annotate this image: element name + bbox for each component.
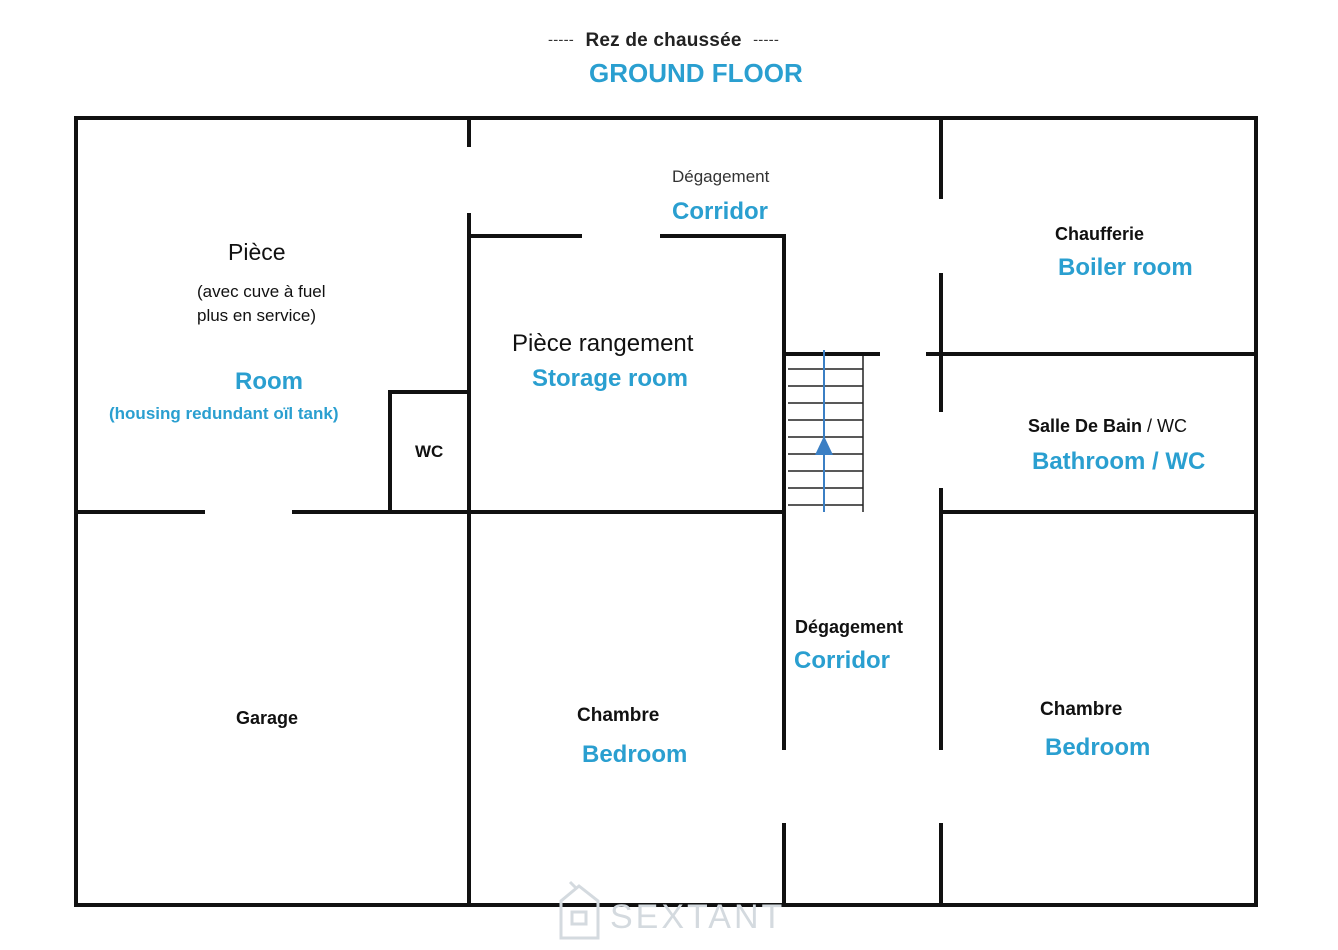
title-dashes-left: ----- <box>548 31 574 49</box>
room-note-en: (housing redundant oïl tank) <box>109 404 339 423</box>
bathroom-label-fr-wc: / WC <box>1142 416 1188 436</box>
boiler-label-en: Boiler room <box>1058 254 1193 281</box>
title-dashes-right: ----- <box>753 31 780 49</box>
corridor-mid-label-fr: Dégagement <box>795 617 904 637</box>
bedroom-right-label-fr: Chambre <box>1040 699 1123 720</box>
bathroom-label-fr-main: Salle De Bain <box>1028 416 1143 436</box>
room-note-fr-2: plus en service) <box>197 306 317 325</box>
bedroom-left-label-fr: Chambre <box>577 705 660 726</box>
boiler-label-fr: Chaufferie <box>1055 224 1145 244</box>
floor-title-fr: ----- Rez de chaussée ----- <box>548 30 780 52</box>
bedroom-right-label-en: Bedroom <box>1045 734 1151 761</box>
storage-label-fr: Pièce rangement <box>512 330 694 357</box>
stair-arrow-icon <box>815 350 833 512</box>
title-fr-text: Rez de chaussée <box>585 30 742 51</box>
storage-label-en: Storage room <box>532 365 689 392</box>
bathroom-label-en: Bathroom / WC <box>1032 448 1206 475</box>
room-note-fr-1: (avec cuve à fuel <box>197 282 326 301</box>
walls <box>74 116 1258 907</box>
bedroom-left-label-en: Bedroom <box>582 741 688 768</box>
room-label-en: Room <box>235 368 303 395</box>
corridor-top-label-en: Corridor <box>672 198 768 225</box>
house-logo-icon <box>559 880 600 940</box>
floor-title-en: GROUND FLOOR <box>589 58 803 88</box>
staircase <box>788 356 864 512</box>
room-label-fr: Pièce <box>228 239 286 265</box>
corridor-top-label-fr: Dégagement <box>672 167 770 186</box>
garage-label: Garage <box>236 708 299 728</box>
corridor-mid-label-en: Corridor <box>794 647 890 674</box>
bathroom-label-fr: Salle De Bain / WC <box>1028 416 1188 437</box>
watermark-text: SEXTANT <box>610 898 786 936</box>
wc-label: WC <box>415 442 444 461</box>
